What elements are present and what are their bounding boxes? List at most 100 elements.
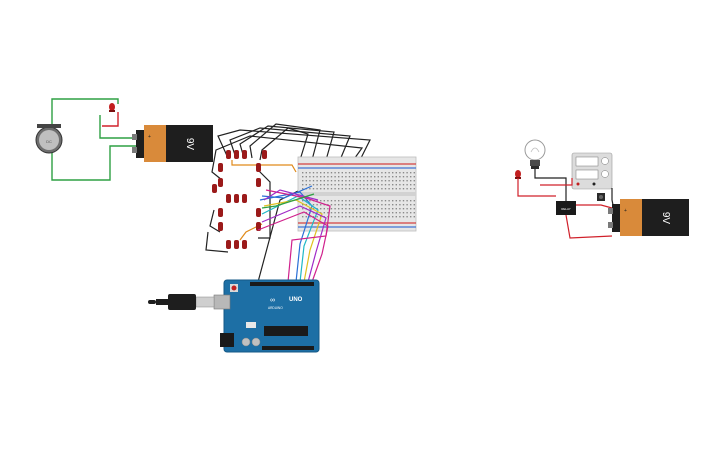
breadboard-hole[interactable]	[330, 212, 333, 214]
breadboard-hole[interactable]	[410, 184, 412, 186]
breadboard-hole[interactable]	[338, 204, 340, 206]
breadboard-hole[interactable]	[370, 184, 372, 186]
usb-cable-icon[interactable]	[148, 294, 215, 310]
breadboard-hole[interactable]	[352, 188, 354, 190]
arduino-uno-board[interactable]: ∞ UNO ARDUINO	[213, 279, 320, 353]
breadboard-hole[interactable]	[316, 204, 318, 206]
breadboard-hole[interactable]	[388, 176, 390, 178]
breadboard-hole[interactable]	[345, 172, 347, 174]
breadboard-hole[interactable]	[309, 200, 311, 202]
breadboard-hole[interactable]	[327, 184, 329, 186]
breadboard-hole[interactable]	[323, 180, 325, 182]
breadboard-hole[interactable]	[392, 204, 394, 206]
breadboard-hole[interactable]	[370, 212, 372, 214]
breadboard-hole[interactable]	[320, 204, 322, 206]
breadboard-hole[interactable]	[370, 216, 372, 218]
breadboard-hole[interactable]	[399, 180, 401, 182]
breadboard-hole[interactable]	[410, 180, 412, 182]
breadboard-hole[interactable]	[341, 212, 343, 214]
breadboard-hole[interactable]	[323, 212, 325, 214]
breadboard-hole[interactable]	[413, 216, 415, 218]
breadboard-hole[interactable]	[413, 184, 415, 186]
breadboard-hole[interactable]	[302, 208, 304, 210]
breadboard-hole[interactable]	[352, 216, 354, 218]
breadboard-hole[interactable]	[338, 208, 340, 210]
breadboard-hole[interactable]	[402, 216, 405, 218]
breadboard-hole[interactable]	[320, 180, 322, 182]
breadboard-hole[interactable]	[305, 216, 307, 218]
breadboard-hole[interactable]	[348, 176, 351, 178]
breadboard-hole[interactable]	[413, 204, 415, 206]
breadboard-hole[interactable]	[356, 212, 358, 214]
breadboard-hole[interactable]	[309, 176, 311, 178]
breadboard-hole[interactable]	[356, 200, 358, 202]
breadboard-hole[interactable]	[377, 188, 379, 190]
breadboard-hole[interactable]	[406, 216, 408, 218]
breadboard-hole[interactable]	[395, 176, 397, 178]
wire-green[interactable]	[51, 98, 119, 132]
breadboard-hole[interactable]	[327, 176, 329, 178]
breadboard-hole[interactable]	[366, 208, 369, 210]
breadboard-hole[interactable]	[327, 200, 329, 202]
breadboard-hole[interactable]	[410, 200, 412, 202]
breadboard-hole[interactable]	[341, 180, 343, 182]
breadboard-hole[interactable]	[338, 188, 340, 190]
breadboard-hole[interactable]	[352, 208, 354, 210]
breadboard-hole[interactable]	[366, 212, 369, 214]
breadboard-hole[interactable]	[359, 188, 361, 190]
led-icon[interactable]	[256, 208, 261, 217]
breadboard-hole[interactable]	[334, 200, 336, 202]
breadboard-hole[interactable]	[359, 184, 361, 186]
breadboard-hole[interactable]	[406, 184, 408, 186]
breadboard-hole[interactable]	[384, 184, 387, 186]
breadboard-hole[interactable]	[392, 176, 394, 178]
breadboard-hole[interactable]	[327, 188, 329, 190]
led-icon[interactable]	[234, 194, 239, 203]
breadboard-hole[interactable]	[345, 212, 347, 214]
breadboard-hole[interactable]	[388, 200, 390, 202]
breadboard-hole[interactable]	[302, 216, 304, 218]
breadboard-hole[interactable]	[356, 184, 358, 186]
breadboard-hole[interactable]	[392, 212, 394, 214]
wire-black[interactable]	[205, 231, 229, 253]
breadboard-hole[interactable]	[399, 184, 401, 186]
wire-black[interactable]	[239, 125, 335, 161]
breadboard-hole[interactable]	[402, 176, 405, 178]
breadboard-hole[interactable]	[352, 172, 354, 174]
breadboard-hole[interactable]	[402, 208, 405, 210]
breadboard-hole[interactable]	[323, 172, 325, 174]
breadboard-hole[interactable]	[330, 176, 333, 178]
breadboard-hole[interactable]	[395, 172, 397, 174]
breadboard-hole[interactable]	[348, 184, 351, 186]
breadboard-hole[interactable]	[363, 180, 365, 182]
breadboard-hole[interactable]	[302, 188, 304, 190]
wire-red[interactable]	[540, 178, 573, 186]
light-bulb-icon[interactable]	[524, 139, 546, 169]
breadboard-hole[interactable]	[406, 188, 408, 190]
breadboard-hole[interactable]	[370, 188, 372, 190]
breadboard-hole[interactable]	[359, 200, 361, 202]
breadboard-hole[interactable]	[348, 216, 351, 218]
breadboard-hole[interactable]	[399, 176, 401, 178]
breadboard-hole[interactable]	[370, 172, 372, 174]
led-icon[interactable]	[109, 103, 115, 112]
breadboard-hole[interactable]	[345, 188, 347, 190]
breadboard-hole[interactable]	[410, 204, 412, 206]
led-icon[interactable]	[242, 194, 247, 203]
breadboard-hole[interactable]	[388, 180, 390, 182]
breadboard-hole[interactable]	[363, 200, 365, 202]
breadboard-hole[interactable]	[392, 188, 394, 190]
breadboard-hole[interactable]	[384, 200, 387, 202]
breadboard-hole[interactable]	[302, 180, 304, 182]
breadboard-hole[interactable]	[316, 180, 318, 182]
breadboard-hole[interactable]	[406, 200, 408, 202]
breadboard-hole[interactable]	[413, 208, 415, 210]
wire-black[interactable]	[217, 129, 371, 161]
push-button[interactable]	[597, 193, 605, 201]
breadboard-hole[interactable]	[370, 200, 372, 202]
breadboard-hole[interactable]	[334, 204, 336, 206]
breadboard-hole[interactable]	[323, 188, 325, 190]
breadboard-hole[interactable]	[327, 212, 329, 214]
wire-magenta[interactable]	[257, 211, 329, 283]
breadboard-hole[interactable]	[345, 180, 347, 182]
